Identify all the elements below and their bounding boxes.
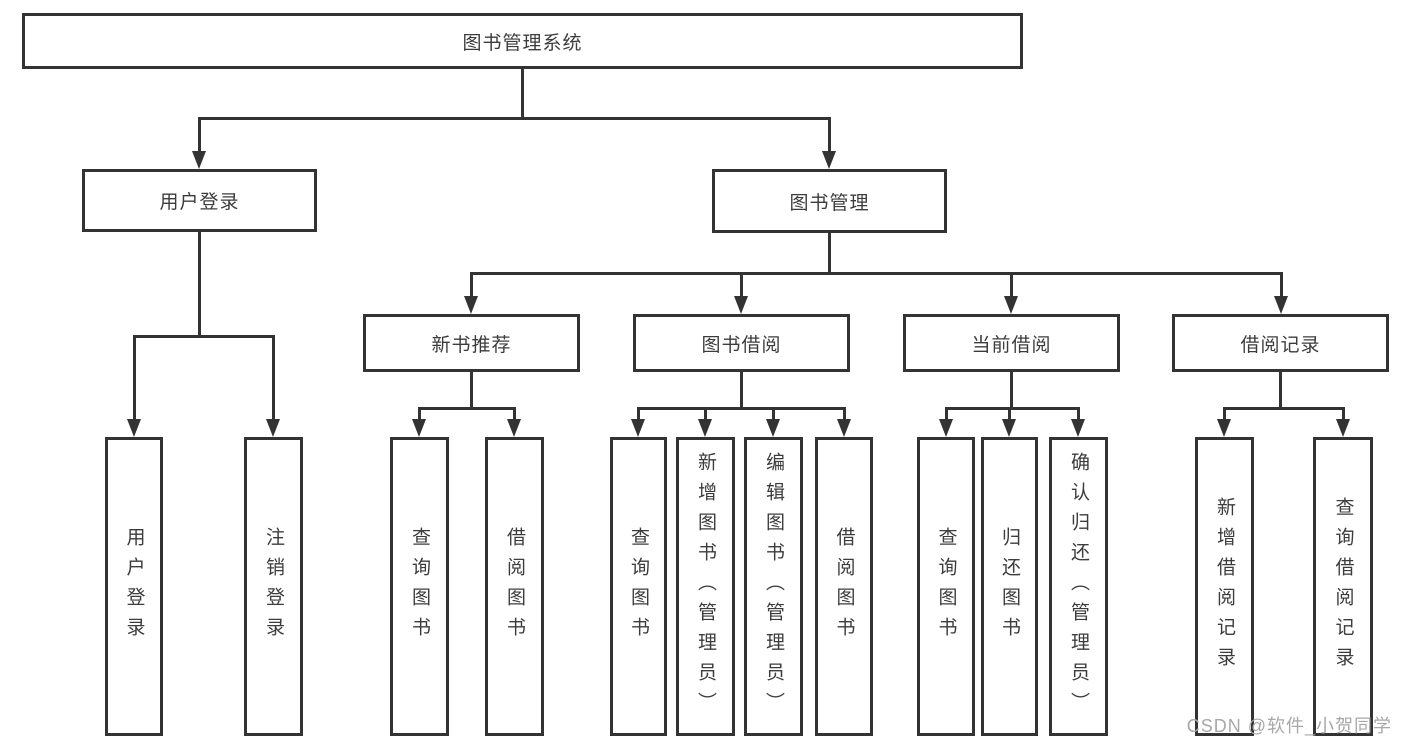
node-user-login-label: 用户登录 <box>159 192 240 213</box>
leaf-return-books: 归还图书 <box>981 437 1038 736</box>
arrowhead-down-icon <box>127 419 141 437</box>
connector-group4-rail <box>945 407 1080 410</box>
arrowhead-down-icon <box>266 419 280 437</box>
connector-group5-rail <box>1223 407 1345 410</box>
leaf-add-borrow-record: 新增借阅记录 <box>1195 437 1254 736</box>
connector-arrow-shaft <box>272 335 275 421</box>
leaf-query-books-label: 查询图书 <box>935 526 957 647</box>
node-current-borrowing: 当前借阅 <box>903 314 1120 372</box>
connector-arrow-shaft <box>418 407 421 421</box>
arrowhead-down-icon <box>464 296 478 314</box>
connector-arrow-shaft <box>470 272 473 298</box>
connector-level2-rail <box>198 117 831 120</box>
connector-arrow-shaft <box>772 407 775 421</box>
node-book-borrowing: 图书借阅 <box>633 314 850 372</box>
leaf-borrow-books-label: 借阅图书 <box>504 526 525 647</box>
arrowhead-down-icon <box>507 419 521 437</box>
leaf-add-books-admin-label: 新增图书（管理员） <box>695 451 716 722</box>
connector-new-book-stub <box>470 372 473 407</box>
leaf-logout: 注销登录 <box>244 437 303 736</box>
leaf-return-books-label: 归还图书 <box>999 526 1020 647</box>
arrowhead-down-icon <box>1274 296 1288 314</box>
connector-root-stub <box>521 69 524 117</box>
leaf-confirm-return-admin-label: 确认归还（管理员） <box>1068 451 1089 722</box>
connector-arrow-shaft <box>1008 407 1011 421</box>
leaf-query-books-2: 查询图书 <box>610 437 667 736</box>
arrowhead-down-icon <box>837 419 851 437</box>
arrowhead-down-icon <box>1071 419 1085 437</box>
node-book-management-label: 图书管理 <box>789 192 870 214</box>
leaf-borrow-books-2: 借阅图书 <box>815 437 873 736</box>
leaf-query-books-1: 查询图书 <box>390 437 449 736</box>
csdn-watermark: CSDN @软件_小贺同学 <box>1186 716 1392 736</box>
node-new-book-recommend: 新书推荐 <box>363 314 580 372</box>
connector-arrow-shaft <box>1342 407 1345 421</box>
leaf-logout-label: 注销登录 <box>263 526 284 647</box>
leaf-confirm-return-admin: 确认归还（管理员） <box>1049 437 1108 736</box>
connector-group3-rail <box>637 407 845 410</box>
connector-arrow-shaft <box>945 407 948 421</box>
connector-arrow-shaft <box>1280 272 1283 298</box>
node-root: 图书管理系统 <box>22 13 1023 69</box>
leaf-add-borrow-record-label: 新增借阅记录 <box>1214 496 1235 677</box>
node-current-borrowing-label: 当前借阅 <box>971 334 1052 356</box>
leaf-query-borrow-record-label: 查询借阅记录 <box>1332 496 1354 677</box>
connector-arrow-shaft <box>133 335 136 421</box>
leaf-query-borrow-record: 查询借阅记录 <box>1313 437 1373 736</box>
node-book-borrowing-label: 图书借阅 <box>701 334 782 356</box>
arrowhead-down-icon <box>734 296 748 314</box>
arrowhead-down-icon <box>766 419 780 437</box>
arrowhead-down-icon <box>412 419 426 437</box>
arrowhead-down-icon <box>192 151 206 169</box>
connector-arrow-shaft <box>1223 407 1226 421</box>
leaf-user-login-label: 用户登录 <box>123 526 145 647</box>
arrowhead-down-icon <box>1336 419 1350 437</box>
connector-arrow-shaft <box>637 407 640 421</box>
connector-book-mgmt-stub <box>828 232 831 272</box>
node-root-label: 图书管理系统 <box>462 32 583 54</box>
leaf-borrow-books-label: 借阅图书 <box>833 526 855 647</box>
leaf-borrow-books-1: 借阅图书 <box>485 437 544 736</box>
node-book-management: 图书管理 <box>712 169 947 233</box>
arrowhead-down-icon <box>1217 419 1231 437</box>
arrowhead-down-icon <box>698 419 712 437</box>
connector-arrow-shaft <box>843 407 846 421</box>
node-borrowing-records: 借阅记录 <box>1172 314 1389 372</box>
connector-borrowing-stub <box>740 372 743 407</box>
node-user-login: 用户登录 <box>82 169 317 232</box>
leaf-add-books-admin: 新增图书（管理员） <box>676 437 735 736</box>
leaf-edit-books-admin-label: 编辑图书（管理员） <box>763 451 784 722</box>
connector-arrow-shaft <box>740 272 743 298</box>
leaf-query-books-label: 查询图书 <box>409 526 430 647</box>
arrowhead-down-icon <box>1004 296 1018 314</box>
connector-current-stub <box>1010 372 1013 407</box>
connector-level3-rail <box>470 272 1282 275</box>
connector-arrow-shaft <box>828 117 831 153</box>
node-new-book-recommend-label: 新书推荐 <box>431 334 512 356</box>
connector-group2-rail <box>418 407 516 410</box>
connector-records-stub <box>1279 372 1282 407</box>
connector-arrow-shaft <box>704 407 707 421</box>
connector-group1-rail <box>133 335 275 338</box>
arrowhead-down-icon <box>1002 419 1016 437</box>
connector-arrow-shaft <box>1010 272 1013 298</box>
leaf-query-books-label: 查询图书 <box>628 526 649 647</box>
connector-arrow-shaft <box>198 117 201 153</box>
leaf-edit-books-admin: 编辑图书（管理员） <box>744 437 803 736</box>
connector-arrow-shaft <box>513 407 516 421</box>
arrowhead-down-icon <box>939 419 953 437</box>
arrowhead-down-icon <box>822 151 836 169</box>
node-borrowing-records-label: 借阅记录 <box>1240 334 1321 356</box>
connector-user-login-stub <box>198 232 201 335</box>
leaf-user-login: 用户登录 <box>105 437 163 736</box>
leaf-query-books-3: 查询图书 <box>917 437 975 736</box>
connector-arrow-shaft <box>1077 407 1080 421</box>
arrowhead-down-icon <box>631 419 645 437</box>
